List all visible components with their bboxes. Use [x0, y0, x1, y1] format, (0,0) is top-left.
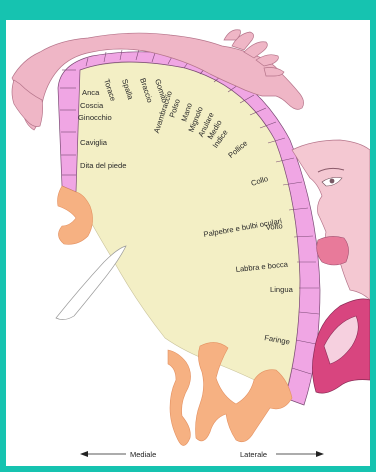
- label-lingua: Lingua: [270, 285, 294, 294]
- label-dita-piede: Dita del piede: [80, 161, 126, 170]
- axis-lateral-label: Laterale: [240, 450, 267, 459]
- sulcus-white: [56, 246, 126, 320]
- medial-arrowhead: [80, 451, 88, 457]
- axis-medial-label: Mediale: [130, 450, 156, 459]
- label-caviglia: Caviglia: [80, 138, 108, 147]
- orientation-axis: Mediale Laterale: [80, 450, 324, 459]
- label-coscia: Coscia: [80, 101, 104, 110]
- motor-homunculus-diagram: Anca Torace Spalla Braccio Gomito Avambr…: [6, 20, 370, 466]
- label-ginocchio: Ginocchio: [78, 113, 112, 122]
- lateral-arrowhead: [316, 451, 324, 457]
- label-anca: Anca: [82, 88, 100, 97]
- figure-frame: Anca Torace Spalla Braccio Gomito Avambr…: [6, 20, 370, 466]
- lips-illustration: [317, 236, 349, 265]
- label-volto: Volto: [265, 221, 283, 232]
